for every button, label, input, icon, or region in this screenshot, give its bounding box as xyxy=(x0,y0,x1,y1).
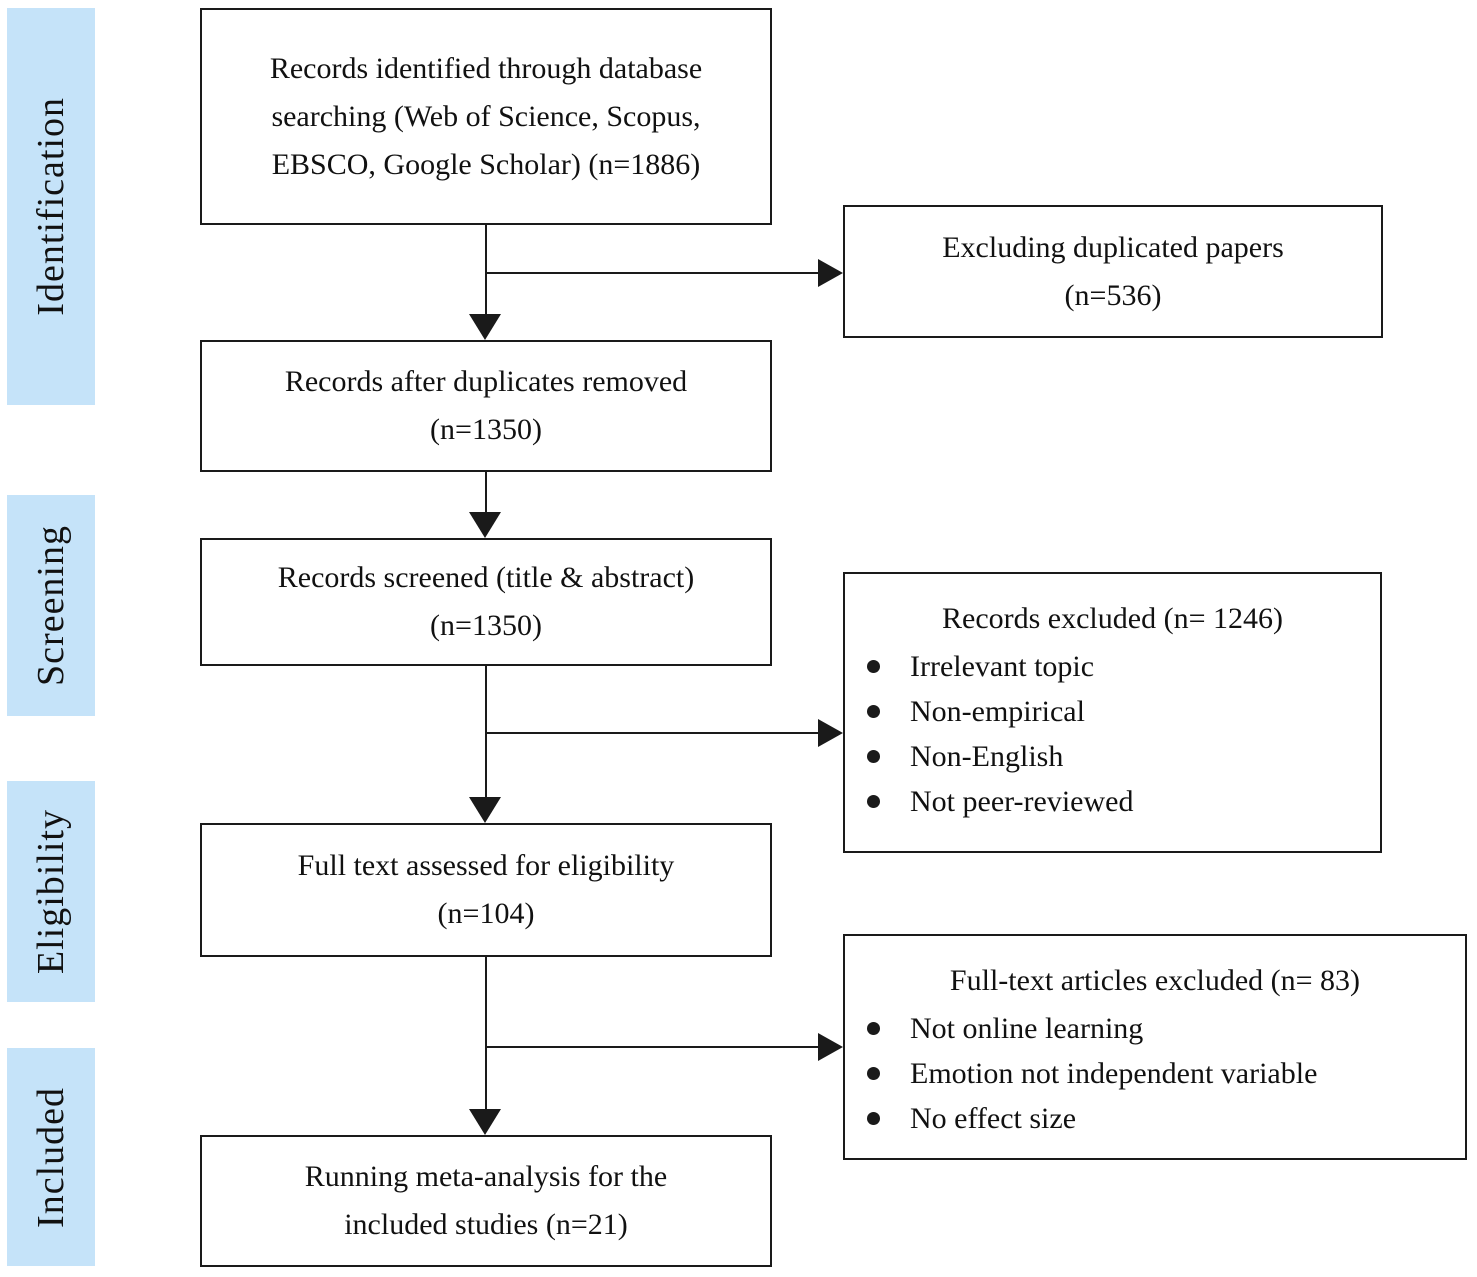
arrow-down-icon xyxy=(469,314,501,340)
box-text-line: (n=536) xyxy=(1064,278,1162,312)
box-text-line: Full text assessed for eligibility xyxy=(297,849,675,882)
box-excluding-duplicates: Excluding duplicated papers (n=536) xyxy=(843,205,1383,338)
list-item-label: Irrelevant topic xyxy=(910,650,1095,683)
bullet-icon xyxy=(867,1067,880,1080)
box-fulltext-assessed: Full text assessed for eligibility (n=10… xyxy=(200,823,772,957)
connector-line xyxy=(486,272,820,274)
arrow-right-icon xyxy=(818,719,843,747)
arrow-right-icon xyxy=(818,259,843,287)
box-records-screened: Records screened (title & abstract) (n=1… xyxy=(200,538,772,666)
arrow-down-icon xyxy=(469,1109,501,1135)
box-text-line: (n=1350) xyxy=(430,413,542,446)
bullet-icon xyxy=(867,705,880,718)
box-text-line: Excluding duplicated papers xyxy=(942,230,1284,264)
bullet-icon xyxy=(867,795,880,808)
box-title: Records excluded (n= 1246) xyxy=(942,602,1283,635)
box-fulltext-excluded: Full-text articles excluded (n= 83) Not … xyxy=(843,934,1467,1160)
stage-rail-identification: Identification xyxy=(7,8,95,405)
box-text-line: searching (Web of Science, Scopus, xyxy=(271,99,701,133)
list-item-label: Non-empirical xyxy=(910,695,1085,728)
connector-line xyxy=(486,732,820,734)
list-item-label: No effect size xyxy=(910,1102,1077,1135)
list-item: No effect size xyxy=(845,1096,1465,1141)
connector-line xyxy=(485,472,487,514)
list-item-label: Non-English xyxy=(910,740,1064,773)
box-text-line: Records identified through database xyxy=(269,51,703,85)
stage-label-eligibility: Eligibility xyxy=(30,808,72,975)
bullet-icon xyxy=(867,1112,880,1125)
box-text-line: (n=1350) xyxy=(430,609,542,642)
box-records-excluded: Records excluded (n= 1246) Irrelevant to… xyxy=(843,572,1382,853)
bullet-icon xyxy=(867,1022,880,1035)
box-duplicates-removed: Records after duplicates removed (n=1350… xyxy=(200,340,772,472)
box-text-line: Running meta-analysis for the xyxy=(304,1160,668,1193)
box-text-line: Records screened (title & abstract) xyxy=(277,561,695,594)
bullet-icon xyxy=(867,660,880,673)
stage-rail-eligibility: Eligibility xyxy=(7,781,95,1002)
stage-rail-screening: Screening xyxy=(7,495,95,716)
connector-line xyxy=(486,1046,820,1048)
stage-label-included: Included xyxy=(30,1086,72,1228)
arrow-down-icon xyxy=(469,512,501,538)
stage-rail-included: Included xyxy=(7,1048,95,1266)
bullet-icon xyxy=(867,750,880,763)
box-text-line: (n=104) xyxy=(437,897,535,930)
arrow-right-icon xyxy=(818,1033,843,1061)
stage-label-screening: Screening xyxy=(30,525,72,686)
box-meta-analysis: Running meta-analysis for the included s… xyxy=(200,1135,772,1267)
list-item-label: Not online learning xyxy=(910,1012,1144,1045)
list-item: Emotion not independent variable xyxy=(845,1051,1465,1096)
box-text-line: EBSCO, Google Scholar) (n=1886) xyxy=(271,147,701,181)
box-title: Full-text articles excluded (n= 83) xyxy=(949,964,1361,997)
list-item: Non-empirical xyxy=(845,689,1380,734)
list-item: Non-English xyxy=(845,734,1380,779)
arrow-down-icon xyxy=(469,797,501,823)
list-item: Not online learning xyxy=(845,1006,1465,1051)
list-item-label: Emotion not independent variable xyxy=(910,1057,1318,1090)
box-text-line: Records after duplicates removed xyxy=(284,365,688,398)
list-item: Not peer-reviewed xyxy=(845,779,1380,824)
stage-label-identification: Identification xyxy=(30,97,72,316)
list-item: Irrelevant topic xyxy=(845,644,1380,689)
list-item-label: Not peer-reviewed xyxy=(910,785,1134,818)
connector-line xyxy=(485,957,487,1111)
box-text-line: included studies (n=21) xyxy=(344,1208,628,1241)
connector-line xyxy=(485,225,487,316)
box-records-identified: Records identified through database sear… xyxy=(200,8,772,225)
